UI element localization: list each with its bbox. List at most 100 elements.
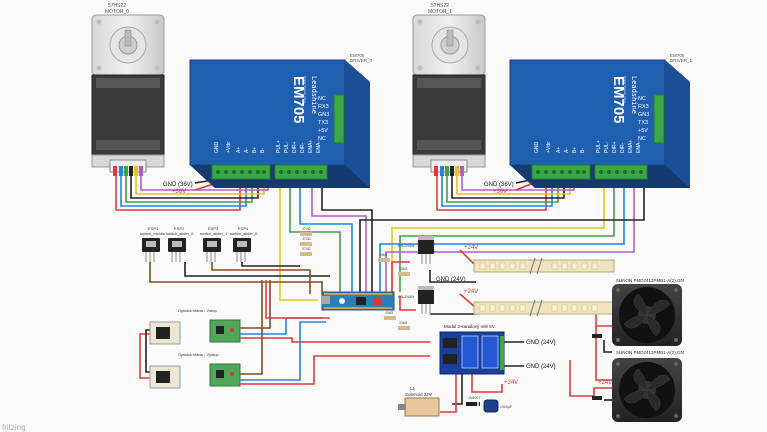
switch-esp1: ESP1 switch_middle <box>140 226 166 262</box>
resistor-2: 470Ω <box>300 247 312 256</box>
stepper-motor-1: 57HS22 MOTOR_1 <box>412 3 486 176</box>
driver-top-label: EM705 <box>670 53 685 58</box>
optical-sensor-1: Optická brána - Výstup <box>149 352 241 389</box>
driver-right-pins: NC RX3 GN3 TX3 +5V NC <box>318 96 329 142</box>
svg-text:10kΩ: 10kΩ <box>399 267 408 271</box>
wire-led1-pos <box>459 249 477 267</box>
wire-drv0-flt2 <box>321 178 373 292</box>
svg-text:10kΩ: 10kΩ <box>385 311 394 315</box>
switch-esp2: ESP2 switch_slider_0 <box>166 226 194 262</box>
wire-drv0-pul <box>279 178 318 301</box>
wire-sensor-left <box>139 333 150 379</box>
wire-drv1-ena <box>379 178 625 292</box>
motor-model-label: 57HS22 <box>431 3 449 9</box>
motor-connector-pins <box>113 166 143 176</box>
svg-text:PUL+: PUL+ <box>276 140 282 153</box>
svg-text:+Vdc: +Vdc <box>546 141 552 153</box>
svg-text:+5V: +5V <box>318 128 328 134</box>
wire-relay-d <box>452 372 463 405</box>
svg-text:switch_slider_1: switch_slider_1 <box>200 231 228 236</box>
gnd36-label-0: GND (36V) <box>163 182 193 188</box>
wire-sensor-1a <box>240 321 326 381</box>
v24-label-5: +24V <box>504 380 518 386</box>
svg-text:ESP1: ESP1 <box>148 226 159 231</box>
mosfet-1: IRLZ44N <box>398 286 434 314</box>
driver-right-pins: NC RX3 GN3 TX3 +5V NC <box>638 96 649 142</box>
stepper-motor-0: 57HS22 MOTOR_0 <box>91 3 165 176</box>
driver-side-terminal <box>653 94 665 144</box>
svg-text:SUNON PMD2412PMB1-A(2).GN: SUNON PMD2412PMB1-A(2).GN <box>616 278 684 283</box>
svg-text:Solenoid 24V: Solenoid 24V <box>405 392 432 397</box>
resistor-0: 470Ω <box>300 227 312 236</box>
solenoid: L1 Solenoid 24V <box>398 386 440 417</box>
svg-text:ESP2: ESP2 <box>174 226 185 231</box>
v36-label-1: +36V <box>493 189 507 195</box>
wire-fan-bridge <box>595 326 612 381</box>
svg-text:IRLZ44N: IRLZ44N <box>398 294 414 299</box>
wire-bus-left <box>265 280 330 319</box>
motor-model-label: 57HS22 <box>108 3 126 9</box>
fan-0: SUNON PMD2412PMB1-A(2).GN <box>612 278 684 346</box>
svg-text:B-: B- <box>580 148 586 153</box>
svg-text:GND: GND <box>534 142 540 154</box>
svg-text:DIR-: DIR- <box>620 142 626 153</box>
wire-sensor-1b <box>240 355 430 385</box>
wire-drv0-dir <box>289 178 341 292</box>
mosfet-0: IRLZ44N <box>398 236 434 264</box>
wire-sensor-left2 <box>145 329 150 373</box>
svg-text:DIR+: DIR+ <box>612 141 618 153</box>
resistor-5: 10kΩ <box>384 311 396 320</box>
wire-drv1-flt <box>385 178 635 292</box>
svg-text:A-: A- <box>564 148 570 153</box>
switch-esp3: ESP3 switch_slider_1 <box>200 226 228 262</box>
svg-text:+5V: +5V <box>638 128 648 134</box>
wire-sensor-1c <box>240 280 263 375</box>
driver-model: EM705 <box>290 76 307 124</box>
svg-text:A+: A+ <box>556 147 562 153</box>
svg-text:GN3: GN3 <box>638 112 649 118</box>
wire-led2-pos <box>459 293 477 309</box>
svg-text:ENA+: ENA+ <box>628 140 634 153</box>
stepper-driver-0: EM705 DRIVER_0 Leadshine EM705 Digital S… <box>189 53 373 188</box>
wire-drv1-flt2 <box>359 178 645 292</box>
limit-switches: ESP1 switch_middle ESP2 switch_slider_0 … <box>140 226 258 262</box>
wire-switch-2 <box>184 262 330 277</box>
svg-text:TX3: TX3 <box>318 120 328 126</box>
svg-text:B-: B- <box>260 148 266 153</box>
svg-text:ESP4: ESP4 <box>238 226 249 231</box>
motor-name-label: MOTOR_1 <box>428 9 452 15</box>
wire-relay-e <box>440 372 457 413</box>
svg-text:ESP3: ESP3 <box>208 226 219 231</box>
svg-text:1N4007: 1N4007 <box>468 396 480 400</box>
arduino-micro <box>321 291 395 311</box>
motor-connector-pins <box>434 166 464 176</box>
diode: 1N4007 <box>466 396 480 406</box>
wire-drv1-pul <box>391 178 605 292</box>
svg-text:NC: NC <box>318 136 326 142</box>
svg-text:+Vdc: +Vdc <box>226 141 232 153</box>
relay-module: Modul 2-kanálový relé 5V <box>439 324 505 375</box>
v24-label-2: +24V <box>464 289 478 295</box>
svg-text:B+: B+ <box>252 147 258 153</box>
svg-text:ENA-: ENA- <box>636 141 642 153</box>
driver-brand: Leadshine <box>630 76 638 114</box>
svg-text:10kΩ: 10kΩ <box>399 321 408 325</box>
svg-text:L1: L1 <box>410 386 416 391</box>
wire-switch-3 <box>211 262 311 294</box>
driver-side-terminal <box>333 94 345 144</box>
fan-1: SUNON PMD2412PMB1-A(2).GN <box>612 350 684 422</box>
svg-text:NC: NC <box>638 136 646 142</box>
wire-fan-24v <box>569 360 612 397</box>
svg-text:1000µF: 1000µF <box>500 405 512 409</box>
svg-text:A+: A+ <box>236 147 242 153</box>
resistor-3: 10kΩ <box>378 253 390 262</box>
driver-ctrl-pins: PUL+ PUL- DIR+ DIR- ENA+ ENA- <box>596 140 642 153</box>
wire-sensor-0b <box>240 337 430 343</box>
stepper-driver-1: EM705 DRIVER_1 Leadshine EM705 Digital S… <box>509 53 693 188</box>
svg-text:GN3: GN3 <box>318 112 329 118</box>
driver-name-label: DRIVER_0 <box>350 58 373 63</box>
svg-text:ENA-: ENA- <box>316 141 322 153</box>
gnd24-label-1: GND (24V) <box>436 277 466 283</box>
wire-motor1-b <box>441 176 553 207</box>
